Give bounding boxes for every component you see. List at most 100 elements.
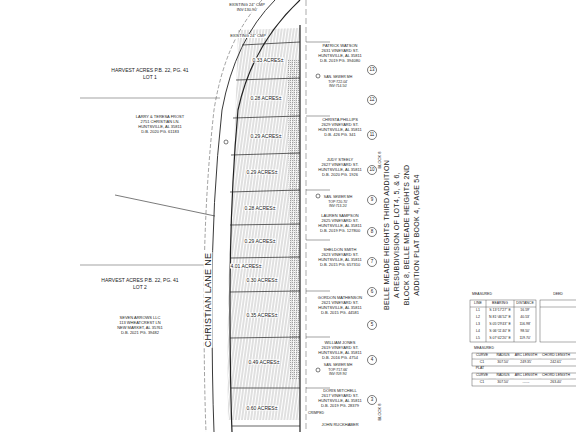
owner-note: CHRISTA PHILLIPS xyxy=(322,118,359,122)
table-cell: RADIUS xyxy=(496,354,510,358)
owner-note: SEVEN ARROWS LLC xyxy=(119,316,161,320)
owner-note: HUNTSVILLE, AL 35811 xyxy=(318,54,362,58)
table-cell: BEARING xyxy=(492,302,509,306)
owner-note: D.B. 2015 PG. 44581 xyxy=(320,311,359,315)
callout-number: 12 xyxy=(369,98,375,103)
table-cell: ------ xyxy=(522,381,530,385)
callout-number: 5 xyxy=(370,323,374,328)
table-cell: 40.53' xyxy=(520,316,530,320)
table-cell: 116.98' xyxy=(519,323,531,327)
owner-note: PATRICK WATSON xyxy=(322,44,358,48)
owner-note: WILLIAM JONES xyxy=(324,341,356,345)
manhole-note: INV:713.20' xyxy=(328,205,347,209)
block-label: BLOCK 8 xyxy=(378,403,382,421)
lot-area: 0.28 ACRES± xyxy=(250,96,282,101)
lot-area: 0.30 ACRES± xyxy=(246,278,278,283)
callout-number: 8 xyxy=(370,230,374,235)
owner-note: D.B. 2019 PG. 127800 xyxy=(319,229,360,233)
owner-note: HUNTSVILLE, AL 35811 xyxy=(318,306,362,310)
table-cell: LINE xyxy=(474,302,483,306)
owner-note: D.B. 2020 PG. 61183 xyxy=(141,130,180,134)
table-title: MEASURED xyxy=(472,293,493,297)
manhole-note: SAN. SEWER MH xyxy=(323,364,352,368)
table-cell: ARC LENGTH xyxy=(514,374,538,378)
owner-note: D.B. 2019 PG. 394080 xyxy=(319,59,360,63)
table-cell: 16.59' xyxy=(520,309,530,313)
table-cell: C1 xyxy=(479,381,484,385)
lot-area: 0.29 ACRES± xyxy=(250,134,282,139)
lot-area: 4.01 ACRES± xyxy=(230,264,262,269)
owner-note: 2621 VINEYARD ST. xyxy=(321,301,359,305)
callout-number: 10 xyxy=(369,168,375,173)
owner-note: 2631 VINEYARD ST. xyxy=(321,49,359,53)
owner-note: 2627 VINEYARD ST. xyxy=(321,163,359,167)
owner-note: NEW MARKET, AL 35761 xyxy=(117,326,164,330)
table-title: MEASURED xyxy=(474,347,495,351)
table-cell: DISTANCE xyxy=(516,302,534,306)
owner-note: 2619 VINEYARD ST. xyxy=(321,346,359,350)
table-cell: ARC LENGTH xyxy=(514,354,538,358)
pipe-note: INV:130.90' xyxy=(236,8,258,12)
plat-title: ADDITION PLAT BOOK 4, PAGE 54 xyxy=(413,174,420,297)
owner-note: JOHN RUCKHABER xyxy=(321,423,359,427)
lot-area: 0.28 ACRES± xyxy=(244,206,276,211)
owner-note: D.B. 2016 PG. 4754 xyxy=(322,356,359,360)
callout-number: 11 xyxy=(369,133,375,138)
table-cell: S 13°17'27" E xyxy=(489,309,512,313)
table-cell: C1 xyxy=(479,361,484,365)
table-cell: 307.50' xyxy=(497,381,509,385)
owner-note: HUNTSVILLE, AL 35811 xyxy=(318,168,362,172)
pipe-note: EXISTING 24" CMP xyxy=(229,3,266,7)
owner-note: D.B. 2020 PG. 1926 xyxy=(322,173,359,177)
table-cell: 242.61' xyxy=(550,361,562,365)
lot-area: 0.33 ACRES± xyxy=(252,58,284,63)
manhole-note: TOP:717.66' xyxy=(328,369,348,373)
owner-note: GORDON MATHENSON xyxy=(317,296,362,300)
owner-note: DORIS MITCHELL xyxy=(323,389,358,393)
table-cell: CURVE xyxy=(475,354,488,358)
callout-number: 6 xyxy=(370,290,374,295)
street-name: CHRISTIAN LANE NE xyxy=(204,252,213,348)
owner-note: HUNTSVILLE, AL 35811 xyxy=(318,128,362,132)
table-cell: CHORD LENGTH xyxy=(541,374,570,378)
table-cell: CHORD LENGTH xyxy=(541,354,570,358)
adjoiner-note: HARVEST ACRES P.B. 22, PG. 41 xyxy=(111,68,189,73)
table-cell: 263.40' xyxy=(550,381,562,385)
lot-area: 0.35 ACRES± xyxy=(246,313,278,318)
plat-label: CRIMPED xyxy=(307,412,324,416)
owner-note: HUNTSVILLE, AL 35811 xyxy=(318,351,362,355)
table-cell: N 81°46'52" E xyxy=(489,316,512,320)
manhole-note: INV:709.90' xyxy=(328,373,347,377)
owner-note: LAUREN SAMPSON xyxy=(321,214,359,218)
manhole-note: SAN. SEWER MH xyxy=(323,76,352,80)
owner-note: D.B. 2019 PG. 28379 xyxy=(320,404,359,408)
owner-note: D.B. 2021 PG. 39482 xyxy=(120,331,159,335)
owner-note: JUDY STEELY xyxy=(326,158,354,162)
table-cell: S 06°11'40" E xyxy=(489,330,511,334)
table-cell: S 05°29'43" E xyxy=(489,323,512,327)
owner-note: D.B. 2015 PG. 657310 xyxy=(319,263,360,267)
block-label: BLOCK 8 xyxy=(378,151,382,169)
owner-note: HUNTSVILLE, AL 35811 xyxy=(318,399,362,403)
owner-note: 2623 VINEYARD ST. xyxy=(321,253,359,257)
table-cell: S 07°42'20" E xyxy=(489,337,512,341)
table-cell: 119.70' xyxy=(519,337,531,341)
owner-note: SHELDON SMITH xyxy=(323,248,357,252)
table-cell: RADIUS xyxy=(496,374,510,378)
pipe-note: EXISTING 24" CMP xyxy=(230,34,267,38)
owner-note: LARRY & TERESA FROST xyxy=(135,115,184,119)
lot-area: 0.60 ACRES± xyxy=(246,406,278,411)
lot-area: 0.29 ACRES± xyxy=(244,239,276,244)
table-cell: L5 xyxy=(476,337,481,341)
table-cell: L4 xyxy=(476,330,481,334)
table-cell: 307.50' xyxy=(497,361,509,365)
owner-note: D.B. 426 PG. 341 xyxy=(324,133,356,137)
table-cell: 249.35' xyxy=(520,361,532,365)
table-cell: L1 xyxy=(476,309,481,313)
owner-note: HUNTSVILLE, AL 35811 xyxy=(138,125,182,129)
adjoiner-note: HARVEST ACRES P.B. 22, PG. 41 xyxy=(101,278,179,283)
lot-area: 0.49 ACRES± xyxy=(248,360,280,365)
owner-note: 113 WHEATCREST LN xyxy=(119,321,161,325)
owner-note: HUNTSVILLE, AL 35811 xyxy=(318,258,362,262)
